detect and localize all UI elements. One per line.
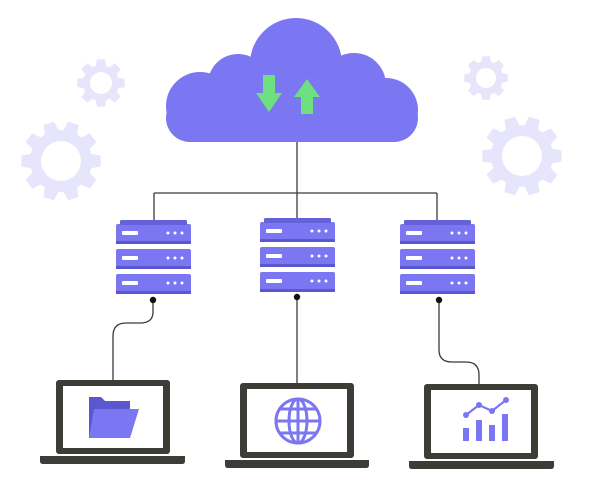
laptop-base xyxy=(40,456,185,464)
laptop-base xyxy=(409,461,554,469)
down-arrow-icon xyxy=(256,75,282,112)
laptop-analytics xyxy=(409,384,554,469)
dot-server-left xyxy=(149,296,157,304)
globe-icon xyxy=(274,397,322,445)
connector-lines xyxy=(112,138,480,386)
server-unit xyxy=(116,249,191,269)
up-down-arrows-icon xyxy=(256,75,320,114)
gear-icon xyxy=(482,116,562,196)
folder-icon xyxy=(89,397,139,438)
server-left-to-laptop xyxy=(112,300,154,382)
server-unit xyxy=(400,220,475,244)
bar-chart-icon xyxy=(463,397,509,441)
server-unit xyxy=(260,247,335,267)
laptop-web xyxy=(225,383,369,468)
connector-dots xyxy=(149,293,443,304)
dot-server-right xyxy=(435,296,443,304)
gear-icon xyxy=(21,121,101,201)
server-right xyxy=(400,220,475,294)
up-arrow-icon xyxy=(294,79,320,114)
server-unit xyxy=(116,274,191,294)
laptop-files xyxy=(40,380,185,464)
server-right-to-laptop xyxy=(438,300,480,386)
cloud-icon xyxy=(166,18,418,142)
server-unit xyxy=(116,220,191,244)
server-unit xyxy=(260,272,335,292)
server-unit xyxy=(400,274,475,294)
servers xyxy=(116,218,475,294)
server-unit xyxy=(260,218,335,242)
server-center xyxy=(260,218,335,292)
server-unit xyxy=(400,249,475,269)
laptop-base xyxy=(225,460,369,468)
gear-icon xyxy=(464,56,508,100)
gears-decoration xyxy=(21,56,562,201)
gear-icon xyxy=(77,59,125,107)
server-left xyxy=(116,220,191,294)
dot-server-center xyxy=(293,293,301,301)
